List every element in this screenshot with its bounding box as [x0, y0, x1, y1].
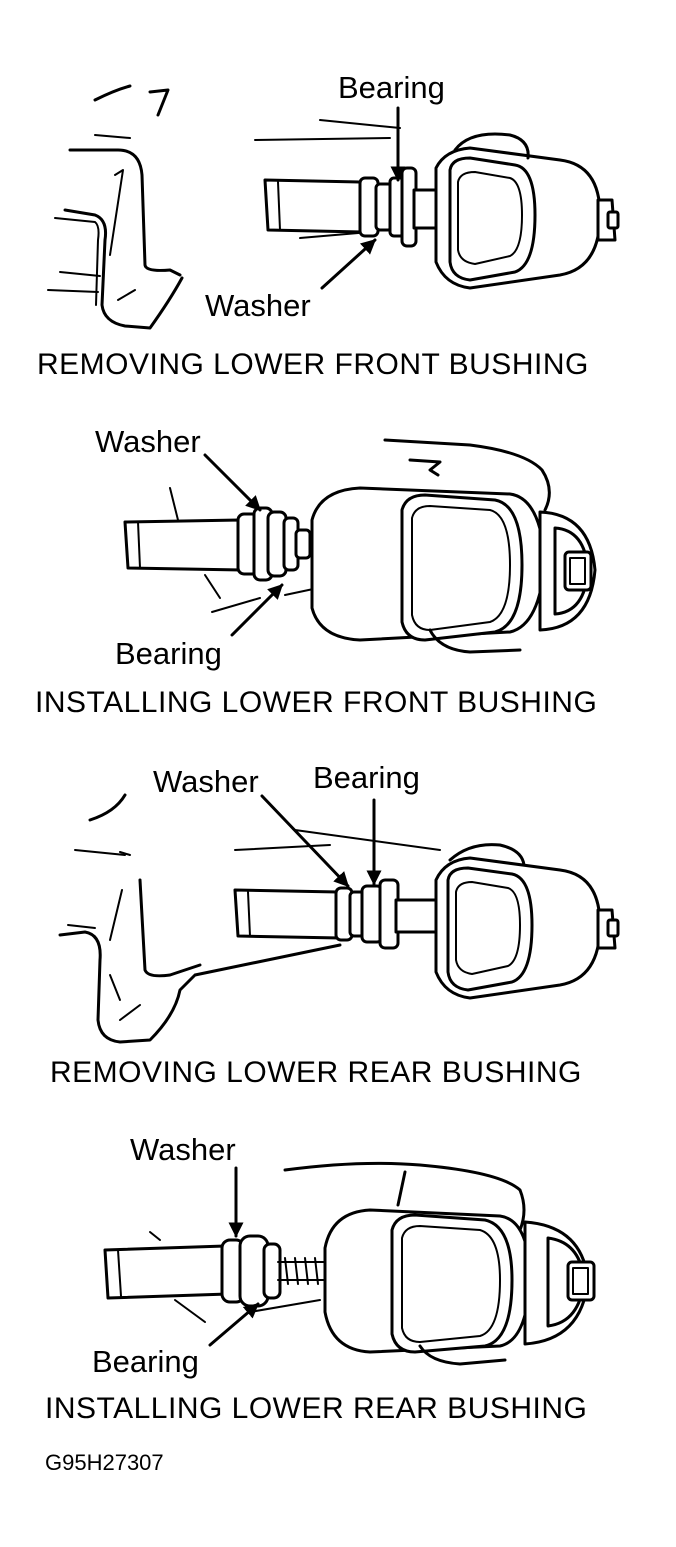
bearing-label: Bearing — [92, 1344, 199, 1379]
bushing-tool-illustration — [123, 438, 597, 654]
washer-label: Washer — [95, 424, 201, 459]
bushing-tool-illustration — [103, 1161, 596, 1366]
bearing-label: Bearing — [313, 760, 420, 795]
panel-caption: INSTALLING LOWER REAR BUSHING — [45, 1392, 587, 1425]
bushing-tool-illustration — [233, 843, 620, 1000]
washer-label: Washer — [205, 288, 311, 323]
panel-installing-lower-rear-bushing: Washer Bearing INSTALLING LOWER REAR BUS… — [45, 1132, 596, 1425]
panel-installing-lower-front-bushing: Washer Bearing INSTALLING LOWER FRONT BU… — [35, 424, 597, 719]
bearing-pointer-arrow — [208, 1302, 260, 1347]
bearing-pointer-arrow — [230, 583, 284, 637]
panel-removing-lower-rear-bushing: Washer Bearing REMOVING LOWER REAR BUSHI… — [50, 760, 620, 1089]
panel-caption: INSTALLING LOWER FRONT BUSHING — [35, 686, 597, 719]
bearing-label: Bearing — [115, 636, 222, 671]
bearing-label: Bearing — [338, 70, 445, 105]
washer-pointer-arrow — [320, 238, 377, 290]
bushing-tool-illustration — [254, 119, 620, 290]
figure-code: G95H27307 — [45, 1450, 164, 1475]
washer-pointer-arrow — [260, 794, 350, 888]
panel-caption: REMOVING LOWER REAR BUSHING — [50, 1056, 582, 1089]
panel-removing-lower-front-bushing: Bearing Washer REMOVING LOWER FRONT BUSH… — [37, 70, 620, 381]
panel-caption: REMOVING LOWER FRONT BUSHING — [37, 348, 589, 381]
frame-rail-illustration — [58, 793, 441, 1044]
washer-label: Washer — [130, 1132, 236, 1167]
washer-pointer-arrow — [203, 453, 262, 512]
frame-rail-illustration — [47, 84, 184, 330]
washer-label: Washer — [153, 764, 259, 799]
